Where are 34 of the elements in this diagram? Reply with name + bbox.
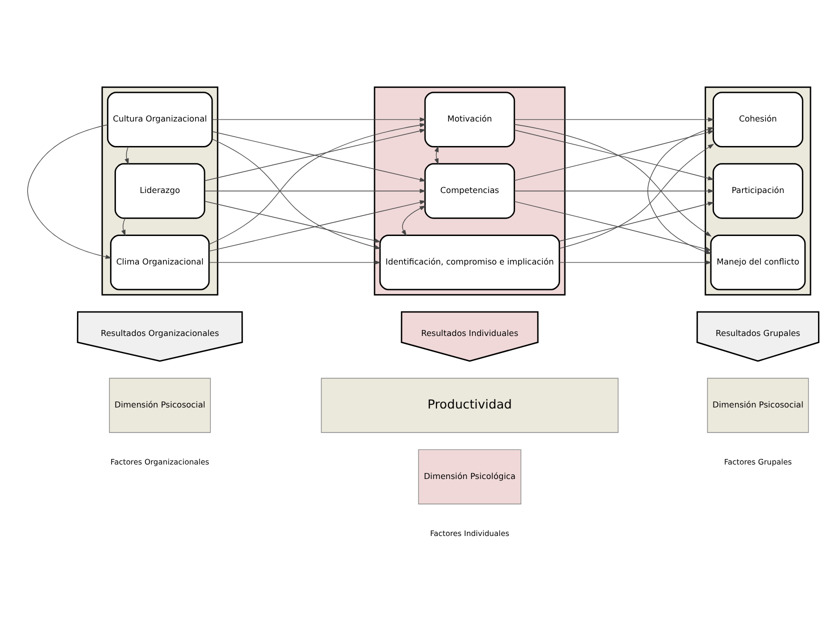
arrow bbox=[647, 127, 714, 254]
node-box: Manejo del conflicto bbox=[710, 234, 806, 290]
arrow bbox=[514, 117, 714, 122]
arrow bbox=[121, 218, 126, 236]
cluster bbox=[101, 86, 218, 296]
arrow bbox=[204, 200, 381, 243]
node-box: Productividad bbox=[320, 378, 618, 433]
arrow bbox=[514, 124, 712, 237]
node-box: Identificación, compromiso e implicación bbox=[379, 234, 560, 290]
node-box: Cohesión bbox=[712, 92, 804, 148]
node-box: Dimensión Psicosocial bbox=[109, 378, 211, 433]
node-box: Dimensión Psicológica bbox=[418, 449, 522, 504]
arrow bbox=[514, 188, 714, 194]
node-box: Liderazgo bbox=[114, 163, 206, 219]
arrow bbox=[27, 124, 112, 259]
arrow bbox=[434, 146, 439, 165]
arrow bbox=[208, 123, 426, 245]
arrow bbox=[208, 200, 426, 252]
arrow bbox=[212, 138, 381, 250]
node-box: Motivación bbox=[424, 92, 516, 148]
arrow bbox=[401, 206, 426, 236]
node-box: Clima Organizacional bbox=[110, 234, 210, 290]
node-box: Dimensión Psicosocial bbox=[707, 378, 809, 433]
arrow bbox=[559, 144, 714, 249]
arrow bbox=[124, 146, 129, 165]
arrow bbox=[559, 260, 712, 265]
node-box: Competencias bbox=[424, 163, 516, 219]
node-box: Cultura Organizacional bbox=[106, 92, 213, 148]
arrow bbox=[212, 117, 426, 122]
arrow bbox=[514, 201, 712, 252]
node-box: Participación bbox=[712, 163, 804, 219]
arrow bbox=[208, 260, 381, 265]
arrow bbox=[559, 202, 714, 242]
arrow bbox=[204, 188, 426, 194]
